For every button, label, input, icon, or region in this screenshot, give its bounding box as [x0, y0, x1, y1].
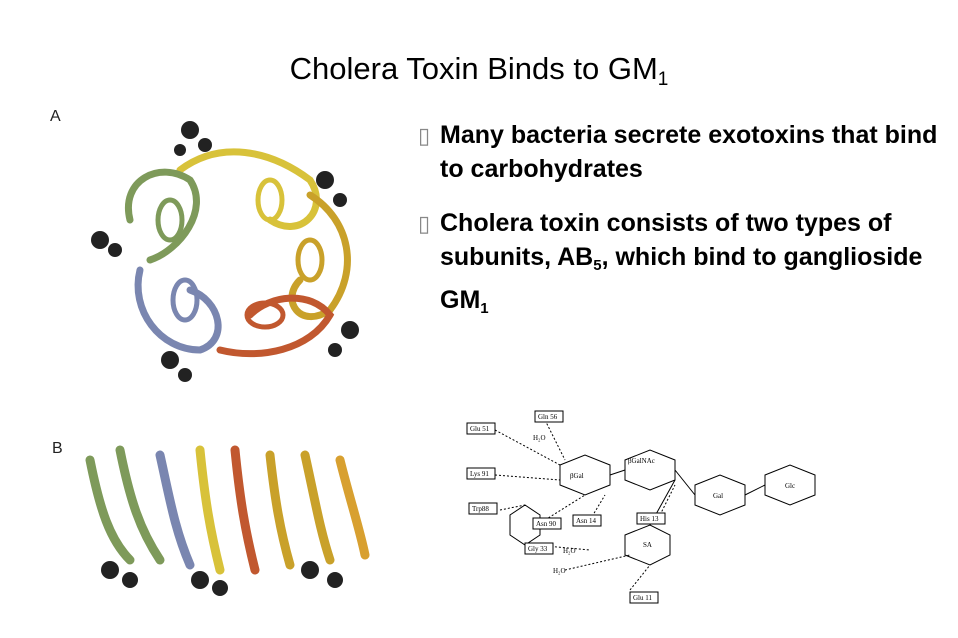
bullet-marker: ▯	[418, 123, 431, 148]
water-label: H₂O	[563, 547, 576, 555]
sugar-label: βGalNAc	[628, 457, 655, 465]
subunit-blue	[134, 266, 222, 354]
sugar-label: Glc	[785, 482, 795, 490]
bullet-text: , which bind to ganglioside GM	[440, 243, 923, 314]
residue-label: His 13	[640, 515, 659, 523]
residue-label: Glu 51	[470, 425, 490, 433]
residue-label: Asn 90	[536, 520, 557, 528]
toxin-top-view-figure	[91, 121, 359, 382]
subunit-yellow	[176, 148, 320, 230]
water-label: H₂O	[553, 567, 566, 575]
bullet-item: ▯ Cholera toxin consists of two types of…	[418, 206, 938, 326]
residue-label: Gly 33	[528, 545, 548, 553]
title-text: Cholera Toxin Binds to GM	[289, 50, 658, 86]
toxin-side-view-figure	[85, 445, 370, 596]
panel-b-label: B	[52, 440, 63, 457]
title-subscript: 1	[657, 68, 669, 90]
residue-label: Gln 56	[538, 413, 558, 421]
bullet-text: Cholera toxin consists of two types of s…	[440, 209, 892, 271]
binding-site-diagram: Glu 51 Gln 56 Lys 91 Trp88 Asn 90 Asn 14…	[466, 410, 816, 604]
residue-label: Lys 91	[470, 470, 489, 478]
residue-label: Asn 14	[576, 517, 597, 525]
sugar-label: Gal	[713, 492, 723, 500]
sugar-label: βGal	[570, 472, 584, 480]
water-label: H₂O	[533, 434, 546, 442]
bullet-subscript: 1	[480, 300, 489, 317]
residue-label: Trp88	[472, 505, 489, 513]
subunit-green	[125, 168, 200, 264]
bullet-item: ▯ Many bacteria secrete exotoxins that b…	[418, 118, 938, 186]
subunit-red	[216, 294, 335, 358]
panel-a-label: A	[50, 108, 61, 125]
sugar-label: SA	[643, 541, 652, 549]
slide-title: Cholera Toxin Binds to GM1	[0, 51, 958, 91]
bullet-subscript: 5	[593, 257, 602, 274]
residue-label: Glu 11	[633, 594, 652, 602]
bullet-marker: ▯	[418, 211, 431, 236]
bullet-text: Many bacteria secrete exotoxins that bin…	[440, 121, 938, 183]
bullet-list: ▯ Many bacteria secrete exotoxins that b…	[418, 118, 938, 346]
